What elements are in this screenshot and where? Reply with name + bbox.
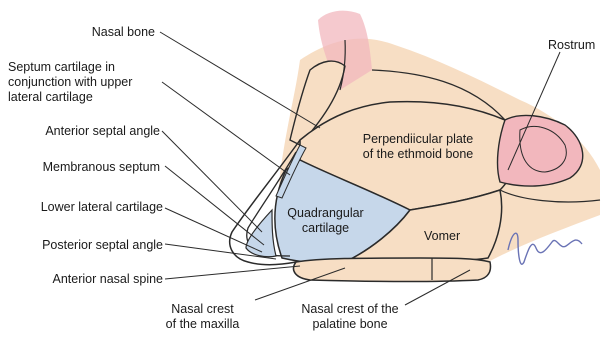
label-membranous-septum: Membranous septum bbox=[5, 160, 160, 175]
label-nasal-crest-palatine: Nasal crest of the palatine bone bbox=[285, 302, 415, 332]
label-quadrangular-cartilage: Quadrangular cartilage bbox=[278, 206, 373, 236]
label-septum-cartilage: Septum cartilage in conjunction with upp… bbox=[8, 60, 132, 105]
label-nasal-crest-maxilla: Nasal crest of the maxilla bbox=[150, 302, 255, 332]
label-anterior-septal-angle: Anterior septal angle bbox=[5, 124, 160, 139]
lower-lateral-cartilage-shape bbox=[246, 210, 276, 257]
label-vomer: Vomer bbox=[424, 229, 460, 244]
label-nasal-bone: Nasal bone bbox=[40, 25, 155, 40]
label-lower-lateral-cartilage: Lower lateral cartilage bbox=[5, 200, 163, 215]
nasal-crest-floor bbox=[294, 258, 491, 282]
label-anterior-nasal-spine: Anterior nasal spine bbox=[5, 272, 163, 287]
label-rostrum: Rostrum bbox=[548, 38, 595, 53]
label-posterior-septal-angle: Posterior septal angle bbox=[5, 238, 163, 253]
label-perpendicular-plate: Perpendiicular plate of the ethmoid bone bbox=[338, 132, 498, 162]
